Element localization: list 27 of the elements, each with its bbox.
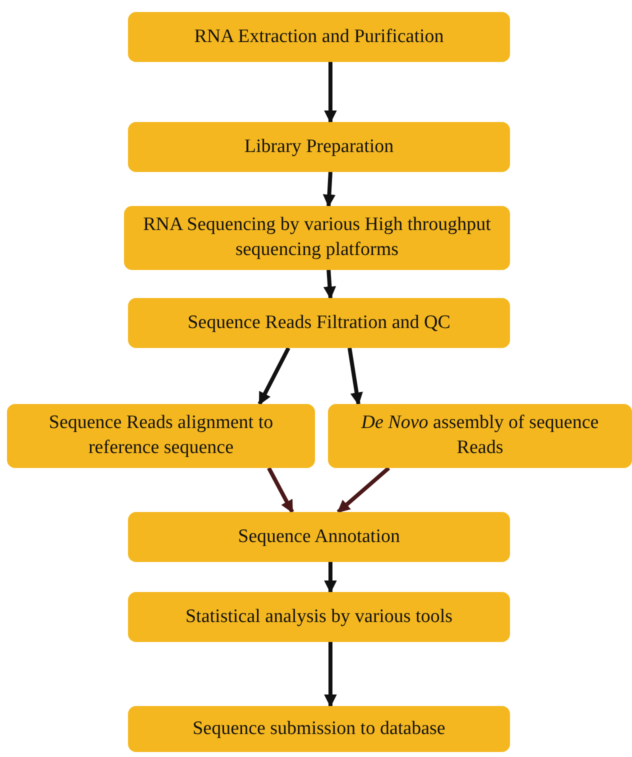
process-box (128, 512, 510, 562)
arrow (324, 62, 337, 124)
process-box (128, 706, 510, 752)
process-box (128, 122, 510, 172)
process-box (328, 404, 632, 468)
arrow (258, 347, 290, 406)
step-text: Sequence Reads Filtration and QC (188, 310, 450, 335)
step-text: Sequence submission to database (192, 716, 446, 741)
arrow (324, 642, 337, 708)
arrow (348, 348, 363, 406)
step-text: RNA Sequencing by various High throughput sequencing platforms (142, 213, 492, 262)
arrow (323, 270, 336, 300)
step-text: RNA Extraction and Purification (194, 24, 444, 49)
process-box (128, 592, 510, 642)
process-box (7, 404, 315, 468)
step-text: Sequence Annotation (238, 524, 400, 549)
arrow (324, 562, 337, 594)
arrow (267, 467, 294, 514)
arrow (322, 172, 336, 208)
step-text: Statistical analysis by various tools (185, 604, 453, 629)
step-text: Sequence Reads alignment to reference sequence (48, 411, 274, 460)
process-box (128, 298, 510, 348)
arrow (336, 466, 390, 514)
step-text: De Novo assembly of sequence Reads (360, 411, 600, 460)
step-text: Library Preparation (244, 134, 394, 159)
process-box (128, 12, 510, 62)
process-box (124, 206, 510, 270)
